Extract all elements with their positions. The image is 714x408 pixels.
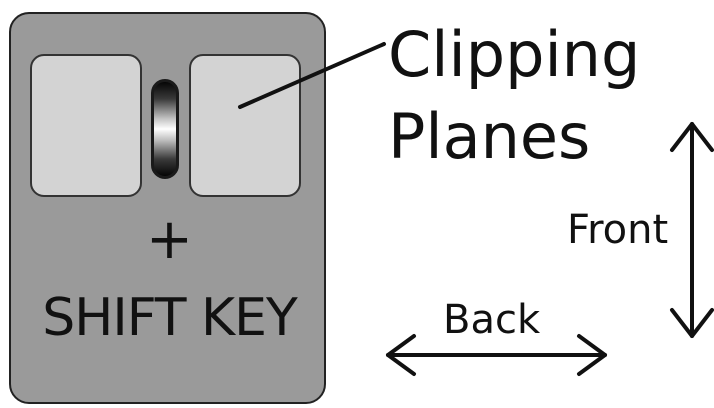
plus-sign: +: [146, 207, 193, 272]
back-label: Back: [443, 297, 541, 343]
callout-line: [238, 42, 386, 109]
clipping-planes-title: Clipping Planes: [388, 18, 641, 173]
front-label: Front: [567, 207, 669, 253]
mouse-right-button: [189, 54, 301, 197]
shift-key-label: SHIFT KEY: [42, 288, 297, 348]
scroll-wheel-icon: [151, 79, 179, 179]
front-arrow-icon: [670, 122, 714, 338]
back-arrow-icon: [386, 334, 607, 376]
mouse-illustration: + SHIFT KEY: [9, 12, 326, 404]
mouse-left-button: [30, 54, 142, 197]
